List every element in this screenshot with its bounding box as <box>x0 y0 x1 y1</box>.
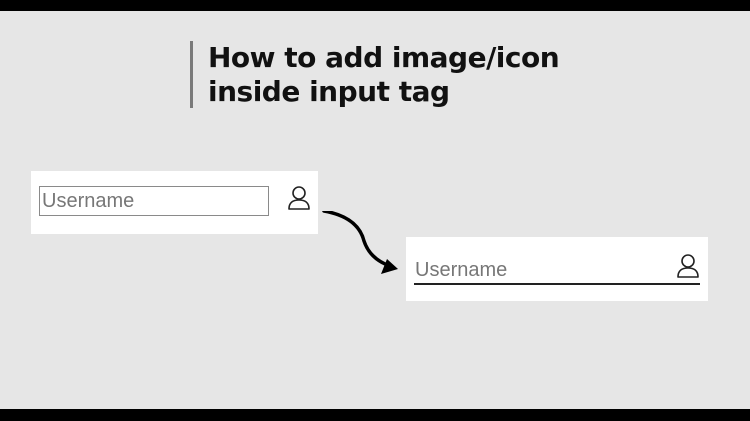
underlined-input-example: Username <box>406 237 708 301</box>
username-input-boxed[interactable]: Username <box>39 186 269 216</box>
user-icon <box>288 186 310 210</box>
slide: How to add image/icon inside input tag U… <box>0 11 750 409</box>
username-placeholder: Username <box>415 259 508 281</box>
title-block: How to add image/icon inside input tag <box>190 41 560 108</box>
user-icon <box>677 254 699 278</box>
boxed-input-example: Username <box>31 171 318 234</box>
username-input-underlined[interactable]: Username <box>414 255 700 285</box>
title-line-1: How to add image/icon <box>208 41 560 74</box>
curved-arrow-icon <box>322 211 398 274</box>
title-line-2: inside input tag <box>208 75 450 108</box>
